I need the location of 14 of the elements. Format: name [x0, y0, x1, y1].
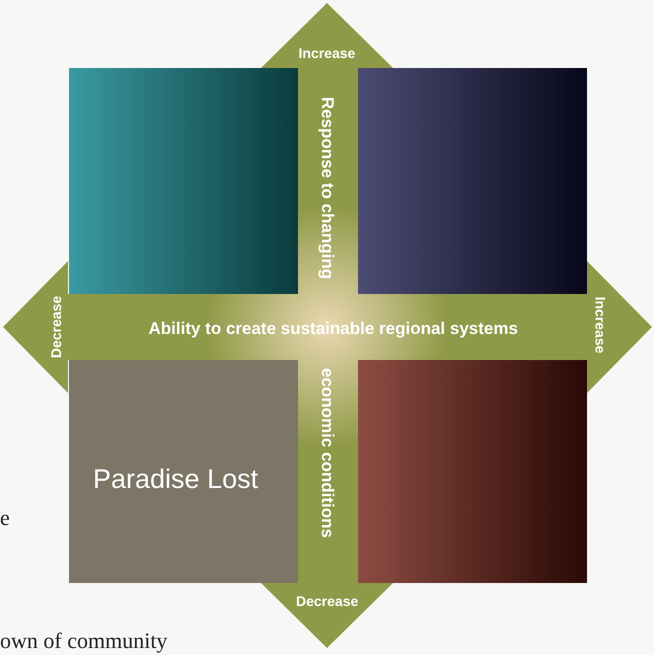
quadrant-panel — [69, 360, 298, 583]
quadrant-panel — [69, 68, 298, 294]
arrowhead-label: Decrease — [296, 593, 358, 609]
body-text: e — [0, 505, 10, 531]
axis-title: Response to changing — [317, 96, 338, 280]
body-text: own of community — [0, 628, 168, 654]
axis-title: Ability to create sustainable regional systems — [148, 319, 518, 339]
axis-title: economic conditions — [317, 368, 338, 538]
quadrant-panel — [358, 68, 587, 294]
arrowhead-label: Increase — [592, 296, 608, 354]
arrowhead-label: Decrease — [48, 296, 64, 358]
quadrant-panel — [358, 360, 587, 583]
arrowhead-label: Increase — [298, 45, 356, 61]
quadrant-title: Paradise Lost — [93, 464, 258, 495]
